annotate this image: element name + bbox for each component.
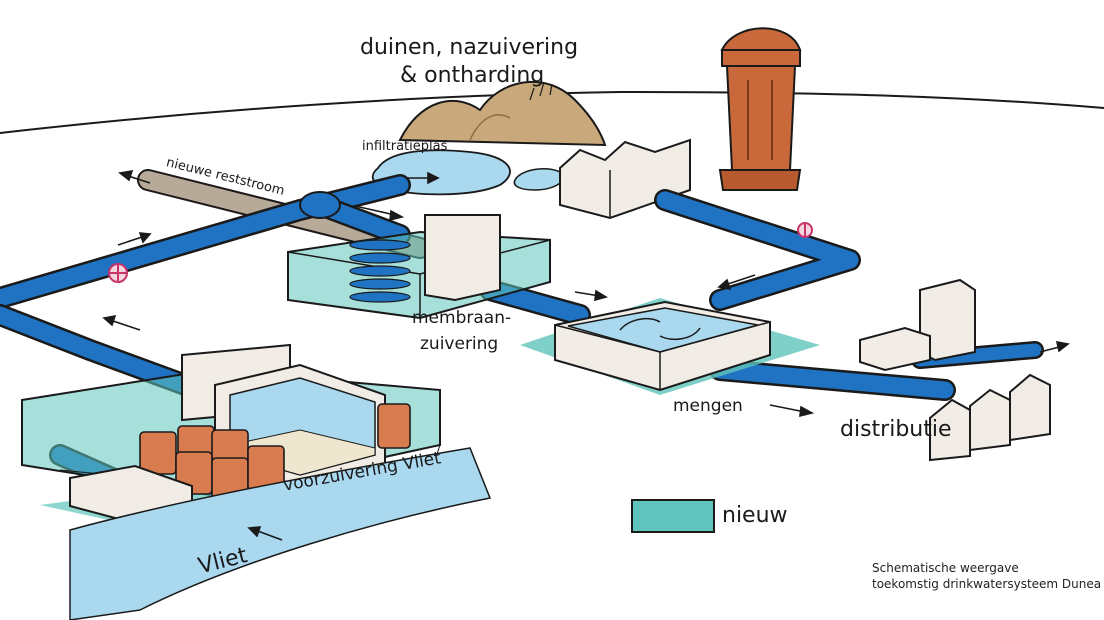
caption-line2: toekomstig drinkwatersysteem Dunea bbox=[872, 577, 1102, 592]
legend-label: nieuw bbox=[722, 503, 788, 528]
label-membrane-line1: membraan- bbox=[412, 308, 512, 328]
valve-icon bbox=[108, 263, 128, 283]
caption: Schematische weergave toekomstig drinkwa… bbox=[872, 560, 1101, 592]
river-vliet bbox=[69, 447, 492, 620]
pipe-junction bbox=[299, 191, 341, 219]
label-mixing: mengen bbox=[673, 396, 743, 416]
label-dunes-line2: & ontharding bbox=[400, 63, 545, 88]
valve-icon bbox=[797, 222, 813, 238]
membrane-facility bbox=[287, 214, 551, 320]
label-dunes-line1: duinen, nazuivering bbox=[360, 35, 579, 60]
dunes bbox=[398, 80, 607, 147]
caption-line1: Schematische weergave bbox=[872, 561, 1019, 575]
water-tower bbox=[718, 27, 802, 191]
arrow-icon bbox=[102, 169, 1070, 541]
horizon-line bbox=[0, 90, 1104, 134]
label-membrane-line2: zuivering bbox=[420, 334, 499, 354]
mixing-basin bbox=[520, 298, 820, 395]
label-infiltration: infiltratieplas bbox=[362, 139, 448, 154]
label-distribution: distributie bbox=[840, 417, 952, 442]
legend-swatch bbox=[631, 499, 715, 533]
distribution-houses bbox=[859, 278, 1051, 462]
